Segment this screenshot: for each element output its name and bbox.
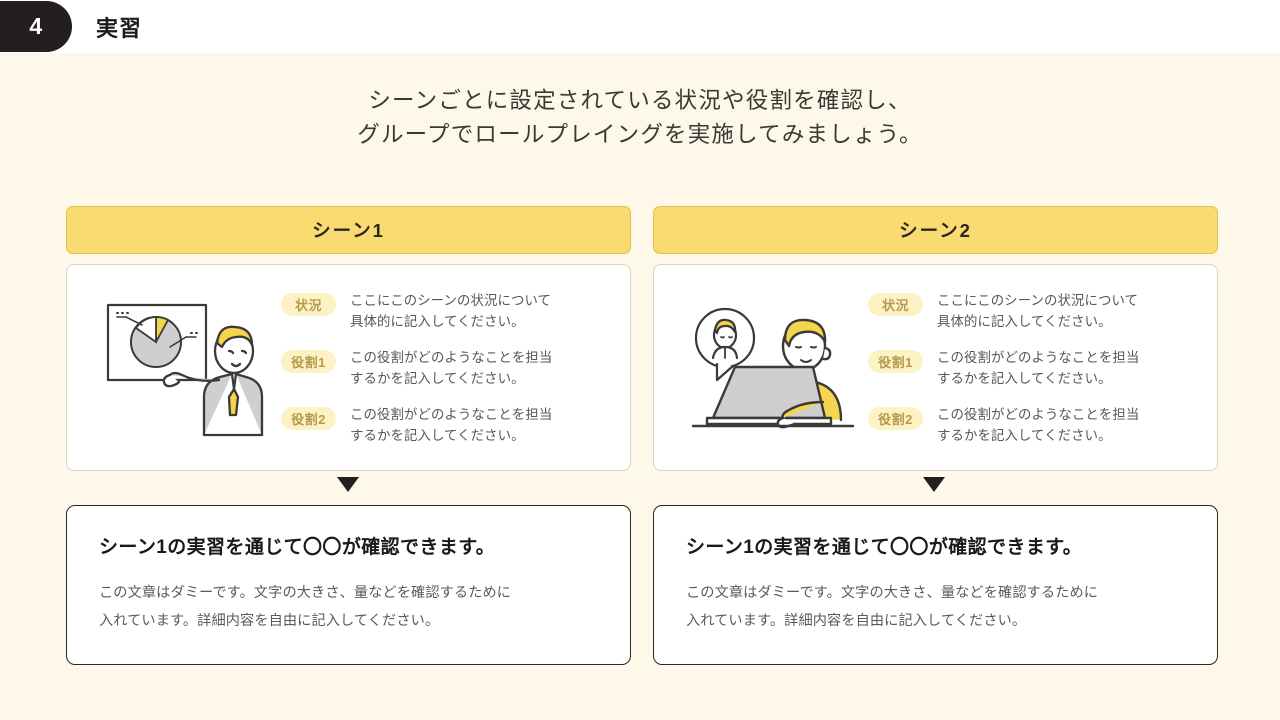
text-line: この文章はダミーです。文字の大きさ、量などを確認するために [99,585,512,601]
text-line: するかを記入してください。 [350,370,525,386]
scene-2-row-situation: 状況 ここにこのシーンの状況について 具体的に記入してください。 [868,290,1207,332]
scene-1-card: 状況 ここにこのシーンの状況について 具体的に記入してください。 役割1 この役… [66,264,631,471]
text-line: するかを記入してください。 [937,427,1112,443]
label-role-2: 役割2 [281,406,336,430]
scene-column-2: シーン2 [653,206,1218,471]
text-line: ここにこのシーンの状況について [937,292,1139,308]
scene-2-situation-text: ここにこのシーンの状況について 具体的に記入してください。 [937,290,1138,332]
scene-1-row-role-2: 役割2 この役割がどのようなことを担当 するかを記入してください。 [281,404,620,446]
down-triangle-icon [923,477,945,492]
page-title: 実習 [96,15,143,41]
scene-2-result-body: この文章はダミーです。文字の大きさ、量などを確認するために 入れています。詳細内… [686,579,1187,635]
text-line: この役割がどのようなことを担当 [937,406,1140,422]
scene-column-1: シーン1 [66,206,631,471]
label-role-2: 役割2 [868,406,923,430]
label-situation: 状況 [868,292,923,316]
scene-1-header: シーン1 [66,206,631,254]
down-triangle-icon [337,477,359,492]
scene-1-situation-text: ここにこのシーンの状況について 具体的に記入してください。 [350,290,551,332]
label-role-1: 役割1 [281,349,336,373]
subtitle-line-2: グループでロールプレイングを実施してみましょう。 [357,122,923,147]
scene-1-result-body: この文章はダミーです。文字の大きさ、量などを確認するために 入れています。詳細内… [99,579,600,635]
scene-2-role-2-text: この役割がどのようなことを担当 するかを記入してください。 [937,404,1139,446]
subtitle-line-1: シーンごとに設定されている状況や役割を確認し、 [368,88,912,113]
presenter-with-pie-chart-icon [81,285,277,450]
scene-1-rows: 状況 ここにこのシーンの状況について 具体的に記入してください。 役割1 この役… [277,290,620,446]
scene-2-row-role-1: 役割1 この役割がどのようなことを担当 するかを記入してください。 [868,347,1207,389]
text-line: 入れています。詳細内容を自由に記入してください。 [99,613,440,629]
text-line: この役割がどのようなことを担当 [937,349,1140,365]
text-line: するかを記入してください。 [350,427,525,443]
slide-header: 4 実習 [0,0,1280,53]
text-line: 具体的に記入してください。 [937,313,1112,329]
scene-2-rows: 状況 ここにこのシーンの状況について 具体的に記入してください。 役割1 この役… [864,290,1207,446]
scene-1-role-2-text: この役割がどのようなことを担当 するかを記入してください。 [350,404,552,446]
person-at-laptop-with-speech-bubble-icon [668,290,864,445]
section-number-badge: 4 [0,1,72,52]
text-line: するかを記入してください。 [937,370,1112,386]
scene-2-role-1-text: この役割がどのようなことを担当 するかを記入してください。 [937,347,1139,389]
scene-1-row-situation: 状況 ここにこのシーンの状況について 具体的に記入してください。 [281,290,620,332]
scene-2-header: シーン2 [653,206,1218,254]
text-line: この役割がどのようなことを担当 [350,406,553,422]
scene-1-role-1-text: この役割がどのようなことを担当 するかを記入してください。 [350,347,552,389]
scene-2-card: 状況 ここにこのシーンの状況について 具体的に記入してください。 役割1 この役… [653,264,1218,471]
subtitle: シーンごとに設定されている状況や役割を確認し、 グループでロールプレイングを実施… [0,84,1280,152]
label-role-1: 役割1 [868,349,923,373]
text-line: 入れています。詳細内容を自由に記入してください。 [686,613,1027,629]
scene-1-result-title: シーン1の実習を通じて〇〇が確認できます。 [99,537,496,558]
scene-1-result-card: シーン1の実習を通じて〇〇が確認できます。 この文章はダミーです。文字の大きさ、… [66,505,631,665]
label-situation: 状況 [281,292,336,316]
text-line: ここにこのシーンの状況について [350,292,552,308]
scene-1-row-role-1: 役割1 この役割がどのようなことを担当 するかを記入してください。 [281,347,620,389]
text-line: この役割がどのようなことを担当 [350,349,553,365]
scene-2-row-role-2: 役割2 この役割がどのようなことを担当 するかを記入してください。 [868,404,1207,446]
text-line: この文章はダミーです。文字の大きさ、量などを確認するために [686,585,1099,601]
scene-2-result-card: シーン1の実習を通じて〇〇が確認できます。 この文章はダミーです。文字の大きさ、… [653,505,1218,665]
scene-2-result-title: シーン1の実習を通じて〇〇が確認できます。 [686,537,1083,558]
text-line: 具体的に記入してください。 [350,313,525,329]
